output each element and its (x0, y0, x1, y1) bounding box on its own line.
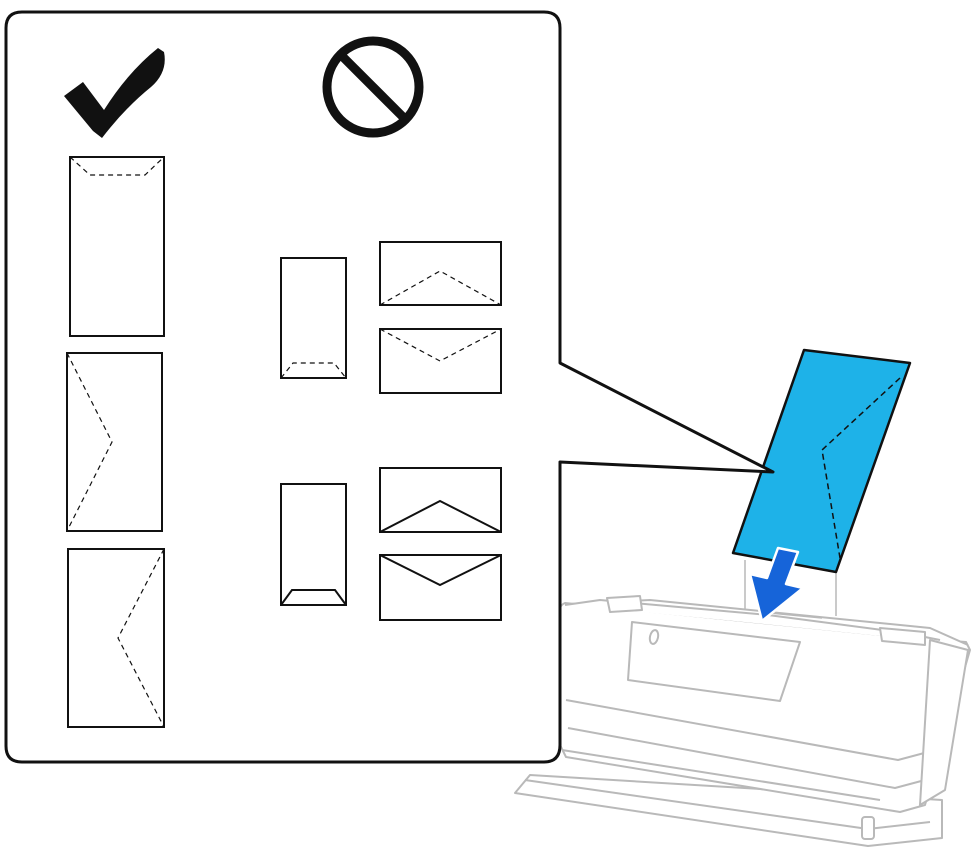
power-button (648, 629, 660, 645)
scanner-slot (561, 749, 881, 801)
scanner-front-line-2 (567, 727, 926, 789)
prohibited-envelope-bottom-short-open (280, 483, 347, 606)
guide-right (879, 627, 926, 646)
prohibited-envelope-bottom-short-dashed (280, 257, 347, 379)
prohibited-envelopes (280, 241, 502, 621)
inserted-envelope-body (731, 348, 912, 574)
scanner-foot (861, 816, 875, 840)
check-mark-icon (64, 48, 165, 138)
prohibited-envelope-bottom-pointed-open (379, 467, 502, 533)
prohibited-icon (322, 36, 424, 138)
scanner-panel (627, 621, 801, 702)
scanner-side (919, 639, 969, 806)
allowed-envelope-right-flap (67, 548, 165, 728)
inserted-envelope (731, 348, 912, 574)
prohibited-envelope-top-pointed-open (379, 554, 502, 621)
allowed-envelopes (66, 156, 165, 728)
allowed-envelope-top-flap (69, 156, 165, 337)
scanner (514, 560, 971, 847)
scanner-front-line (565, 699, 929, 761)
prohibited-envelope-top-pointed-dashed (379, 328, 502, 394)
guide-left (606, 595, 643, 613)
insert-arrow (748, 546, 805, 623)
prohibited-envelope-bottom-pointed-dashed (379, 241, 502, 306)
allowed-envelope-left-flap (66, 352, 163, 532)
inserted-envelope-flap (821, 377, 901, 559)
